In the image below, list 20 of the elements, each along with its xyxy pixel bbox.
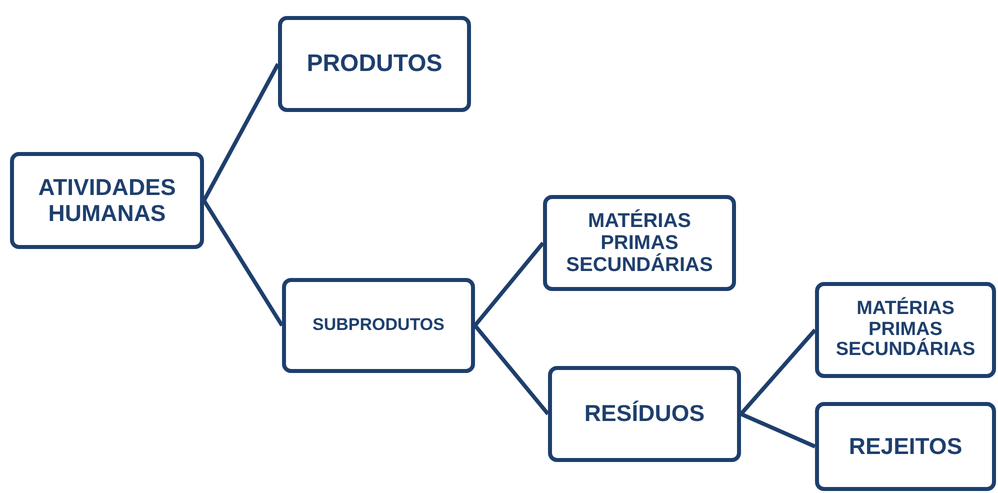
node-box <box>815 282 996 378</box>
connector-line <box>202 199 284 327</box>
node-label: SUBPRODUTOS <box>312 316 444 335</box>
node-box <box>543 195 736 291</box>
connector-line <box>473 242 545 327</box>
connector-line <box>202 63 280 202</box>
node-box <box>10 152 204 249</box>
node-label: PRODUTOS <box>306 50 442 78</box>
connector-line <box>740 412 816 448</box>
connector-line <box>473 324 550 416</box>
node-box <box>282 278 475 373</box>
node-label: REJEITOS <box>848 434 962 460</box>
node-box <box>548 366 741 462</box>
node-label: RESÍDUOS <box>584 401 705 427</box>
node-label: ATIVIDADES HUMANAS <box>37 175 177 226</box>
node-box <box>815 402 996 491</box>
connector-line <box>740 328 816 416</box>
node-label: MATÉRIAS PRIMAS SECUNDÁRIAS <box>834 298 976 362</box>
node-box <box>278 16 471 112</box>
node-label: MATÉRIAS PRIMAS SECUNDÁRIAS <box>565 210 714 276</box>
